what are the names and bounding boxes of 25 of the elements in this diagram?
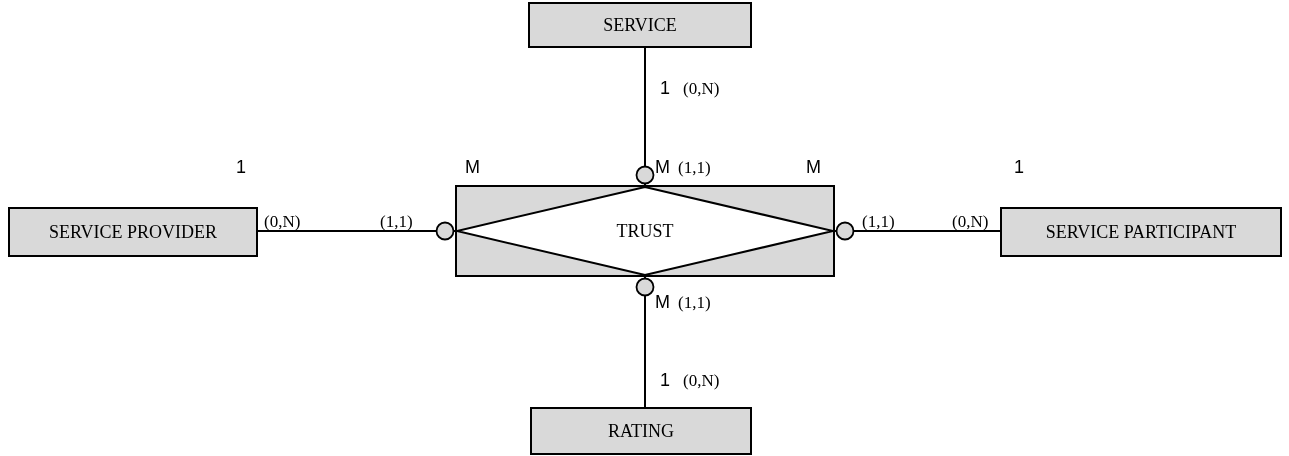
entity-box: SERVICE PARTICIPANT xyxy=(1000,207,1282,257)
entity-name: TRUST xyxy=(616,220,674,242)
entity-box: SERVICE PROVIDER xyxy=(8,207,258,257)
cardinality-label: M xyxy=(655,293,670,311)
cardinality-label: (0,N) xyxy=(952,212,989,230)
cardinality-label: (0,N) xyxy=(264,212,301,230)
relationship-line xyxy=(635,276,655,408)
cardinality-label: (1,1) xyxy=(678,158,711,176)
cardinality-label: 1 xyxy=(660,371,670,389)
cardinality-label: M xyxy=(465,158,480,176)
cardinality-label: (0,N) xyxy=(683,371,720,389)
cardinality-label: M xyxy=(655,158,670,176)
cardinality-label: 1 xyxy=(660,79,670,97)
relationship-line xyxy=(257,221,456,241)
cardinality-label: (0,N) xyxy=(683,79,720,97)
relationship-line xyxy=(834,221,1001,241)
cardinality-label: (1,1) xyxy=(678,293,711,311)
cardinality-label: (1,1) xyxy=(862,212,895,230)
cardinality-label: 1 xyxy=(236,158,246,176)
cardinality-label: M xyxy=(806,158,821,176)
cardinality-label: (1,1) xyxy=(380,212,413,230)
relationship-line xyxy=(635,47,655,186)
cardinality-label: 1 xyxy=(1014,158,1024,176)
entity-box: RATING xyxy=(530,407,752,455)
entity-box: SERVICE xyxy=(528,2,752,48)
